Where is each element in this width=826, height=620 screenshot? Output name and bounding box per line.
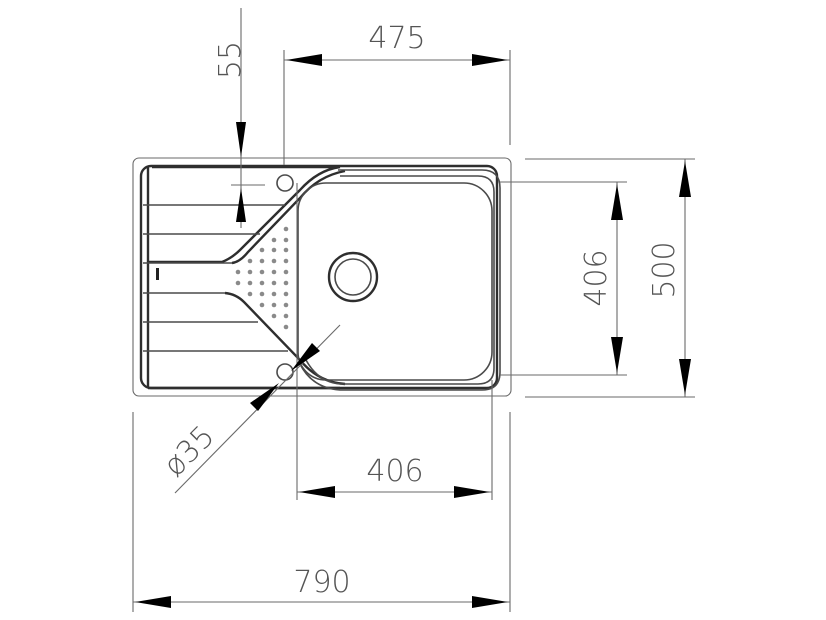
dim-500 — [525, 158, 695, 398]
bowl-outer — [299, 169, 501, 391]
dim-475 — [283, 50, 511, 165]
drainboard-grooves — [143, 204, 288, 352]
overflow-slot — [156, 268, 159, 280]
dim-790 — [132, 412, 511, 612]
sink-inner-rim — [139, 164, 499, 390]
tap-hole-bottom — [276, 363, 294, 381]
dim-406-horizontal — [296, 183, 493, 500]
dim-diameter-35-label: ø35 — [157, 419, 222, 484]
dim-475-label: 475 — [368, 21, 425, 56]
dim-406-vertical — [500, 181, 627, 376]
dim-500-label: 500 — [647, 241, 682, 298]
dim-406-vertical-label: 406 — [579, 249, 614, 306]
bowl-basin — [297, 182, 493, 381]
waste-outlet — [327, 251, 379, 303]
drain-dot-pattern — [235, 226, 289, 330]
drainer-upper-edge — [231, 169, 346, 265]
bowl-rim — [305, 175, 495, 385]
tap-hole-top — [276, 174, 294, 192]
dim-406-horizontal-label: 406 — [366, 454, 423, 489]
dim-790-label: 790 — [293, 565, 350, 600]
sink-outer-rim — [132, 157, 512, 397]
dim-diameter-35 — [174, 324, 341, 494]
dim-55 — [231, 8, 265, 228]
dim-55-label: 55 — [213, 41, 248, 79]
